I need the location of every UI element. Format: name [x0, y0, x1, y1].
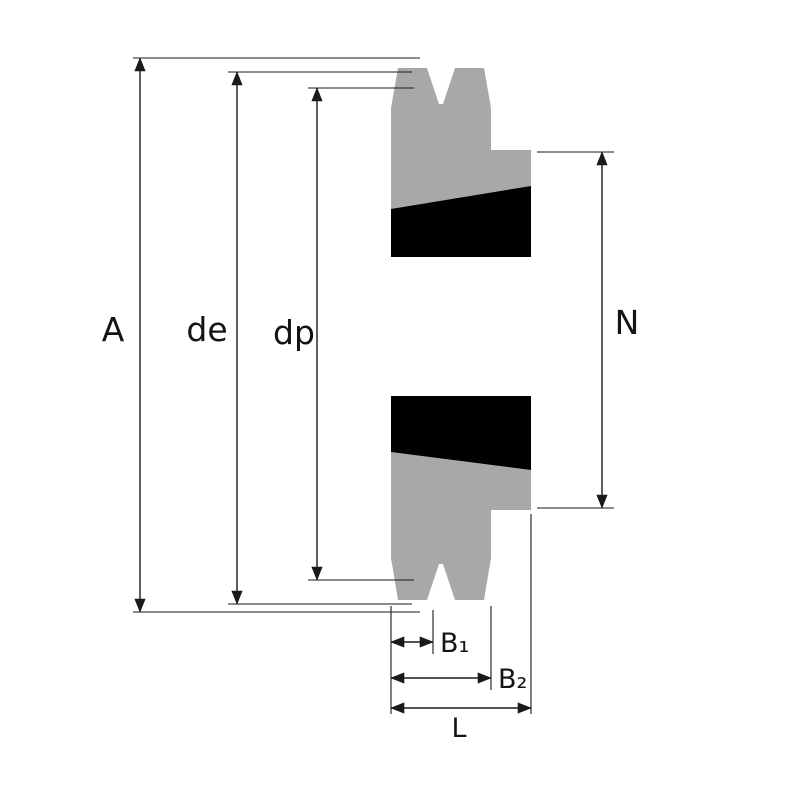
label-L: L — [451, 713, 466, 744]
sprocket-cross-section — [386, 68, 536, 600]
label-B2: B₂ — [498, 664, 527, 695]
dimension-de: de — [186, 71, 412, 605]
label-B1: B₁ — [440, 628, 469, 659]
dimension-A: A — [102, 57, 420, 613]
taper-bushing-upper — [391, 186, 531, 257]
taper-bushing-lower — [391, 396, 531, 470]
label-N: N — [615, 303, 640, 342]
dimension-N: N — [537, 151, 640, 509]
bore-opening — [386, 257, 536, 396]
dimension-dp: dp — [273, 87, 414, 581]
label-de: de — [186, 310, 227, 349]
label-A: A — [102, 310, 125, 349]
width-dimensions: B₁ B₂ L — [390, 514, 532, 744]
label-dp: dp — [273, 313, 315, 352]
